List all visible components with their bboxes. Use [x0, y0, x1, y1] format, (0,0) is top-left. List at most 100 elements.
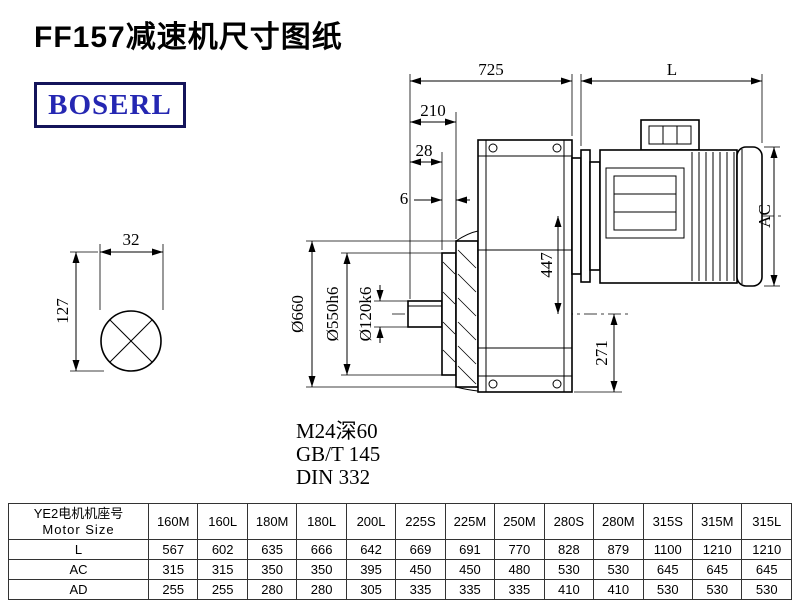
cell: 567: [147, 539, 199, 560]
boserl-logo: BOSERL: [34, 82, 186, 128]
terminal-box: [640, 119, 700, 151]
note-tap: M24深60: [296, 419, 378, 443]
cell: 335: [395, 579, 446, 600]
motor-size-header-cell: YE2电机机座号 Motor Size: [8, 503, 149, 540]
dim-725-label: 725: [478, 60, 504, 79]
dim-28-group: 28: [410, 141, 443, 250]
cell: 410: [593, 579, 644, 600]
fan-cover: [736, 146, 763, 287]
flange-spigot: [441, 252, 457, 376]
cell: 315: [147, 559, 199, 580]
cell: 642: [345, 539, 397, 560]
dim-127-label: 127: [53, 298, 72, 324]
row-label-AD: AD: [8, 579, 149, 600]
table-header-row: YE2电机机座号 Motor Size 160M 160L 180M 180L …: [8, 503, 792, 540]
table-row-AC: AC 315 315 350 350 395 450 450 480 530 5…: [8, 559, 792, 580]
size-col-header: 200L: [345, 503, 397, 540]
dim-dia660-label: Ø660: [288, 295, 307, 333]
technical-drawing: 32 127: [53, 60, 784, 489]
dim-dia120-label: Ø120k6: [356, 287, 375, 342]
size-col-header: 160M: [147, 503, 199, 540]
cell: 395: [345, 559, 397, 580]
size-col-header: 315M: [691, 503, 743, 540]
table-row-AD: AD 255 255 280 280 305 335 335 335 410 4…: [8, 579, 792, 600]
cell: 350: [296, 559, 347, 580]
motor-adapter: [571, 149, 601, 283]
logo-text: BOSERL: [48, 88, 172, 121]
bolt-hole: [552, 379, 562, 389]
dim-6-group: 6: [400, 189, 470, 239]
dim-271-label: 271: [592, 340, 611, 366]
cell: 255: [197, 579, 248, 600]
dim-AC-group: AC: [755, 146, 780, 287]
size-col-header: 225M: [444, 503, 496, 540]
section-cross-line: [109, 319, 153, 363]
size-col-header: 250M: [494, 503, 545, 540]
output-shaft: [407, 300, 443, 328]
dim-dia550-label: Ø550h6: [323, 287, 342, 342]
table-row-L: L 567 602 635 666 642 669 691 770 828 87…: [8, 539, 792, 560]
cell: 530: [642, 579, 693, 600]
thread-notes: M24深60 GB/T 145 DIN 332: [296, 419, 380, 489]
dim-725-group: 725: [409, 60, 573, 299]
note-din: DIN 332: [296, 465, 370, 489]
motor-body: [599, 149, 738, 284]
bolt-hole: [488, 143, 498, 153]
cell: 335: [494, 579, 545, 600]
motor-size-table: YE2电机机座号 Motor Size 160M 160L 180M 180L …: [8, 503, 792, 600]
cell: 315: [197, 559, 248, 580]
size-col-header: 225S: [395, 503, 446, 540]
shaft-end-view: [100, 310, 162, 372]
page-title: FF157减速机尺寸图纸: [34, 21, 343, 54]
motor-size-header-cn: YE2电机机座号: [33, 505, 124, 521]
cell: 1100: [642, 539, 693, 560]
cell: 410: [543, 579, 595, 600]
cell: 770: [494, 539, 545, 560]
cell: 280: [246, 579, 298, 600]
row-label-AC: AC: [8, 559, 149, 580]
cell: 828: [543, 539, 595, 560]
size-col-header: 160L: [197, 503, 248, 540]
cell: 1210: [741, 539, 792, 560]
dim-dia660-group: Ø660: [288, 240, 456, 388]
cell: 530: [741, 579, 792, 600]
row-label-L: L: [8, 539, 149, 560]
mounting-flange: [455, 230, 479, 392]
dim-L-group: L: [580, 60, 763, 146]
size-col-header: 180L: [296, 503, 347, 540]
cell: 879: [593, 539, 644, 560]
size-col-header: 315L: [741, 503, 792, 540]
dim-dia550-group: Ø550h6: [323, 252, 442, 376]
size-col-header: 280S: [543, 503, 595, 540]
cell: 335: [444, 579, 496, 600]
dim-447-label: 447: [537, 252, 556, 278]
dim-L-label: L: [667, 60, 677, 79]
cell: 450: [395, 559, 446, 580]
cell: 602: [197, 539, 248, 560]
cell: 669: [395, 539, 446, 560]
dim-210-group: 210: [410, 101, 457, 239]
dim-6-label: 6: [400, 189, 409, 208]
cell: 645: [691, 559, 743, 580]
bolt-hole: [488, 379, 498, 389]
dim-210-label: 210: [420, 101, 446, 120]
cell: 480: [494, 559, 545, 580]
cell: 280: [296, 579, 347, 600]
cell: 530: [543, 559, 595, 580]
size-col-header: 180M: [246, 503, 298, 540]
cell: 305: [345, 579, 397, 600]
cell: 255: [147, 579, 199, 600]
cell: 1210: [691, 539, 743, 560]
cell: 635: [246, 539, 298, 560]
cell: 645: [642, 559, 693, 580]
note-gb: GB/T 145: [296, 442, 380, 466]
cell: 691: [444, 539, 496, 560]
motor-nameplate: [605, 167, 685, 239]
cell: 530: [593, 559, 644, 580]
dim-447-group: 447: [537, 216, 562, 314]
cell: 450: [444, 559, 496, 580]
size-col-header: 280M: [593, 503, 644, 540]
dim-32-group: 32: [99, 230, 164, 310]
dim-AC-label: AC: [755, 204, 774, 228]
